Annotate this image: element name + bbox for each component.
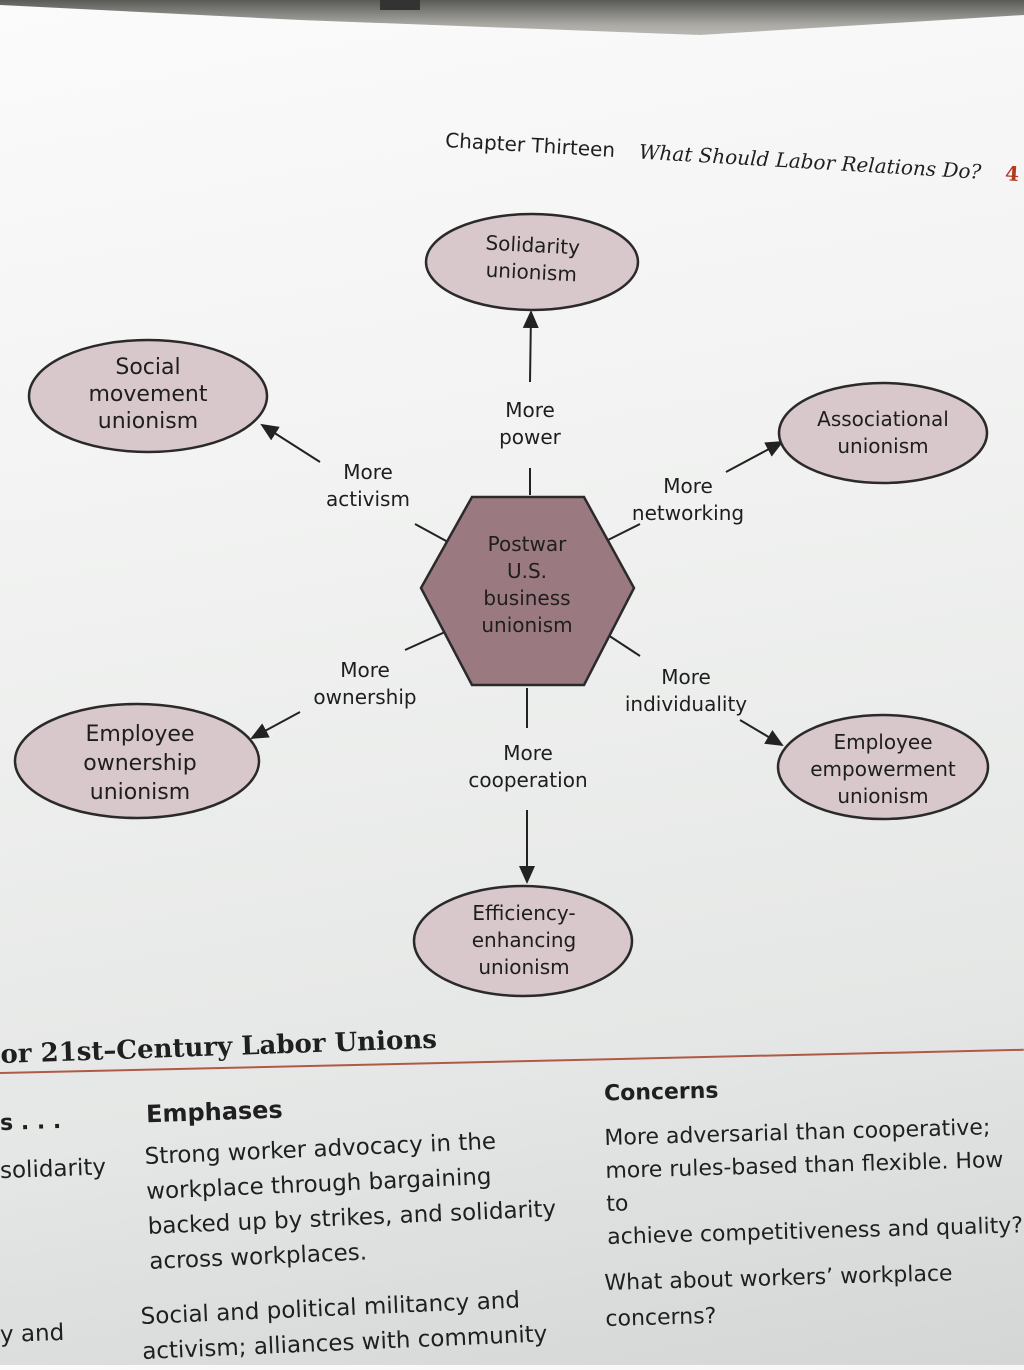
label-power: More power bbox=[499, 398, 561, 449]
arrow-individuality-b bbox=[739, 719, 784, 747]
node-social: Social movement unionism bbox=[88, 355, 208, 434]
arrow-networking-b bbox=[725, 441, 784, 473]
node-solidarity: Solidarity unionism bbox=[484, 230, 581, 287]
node-solidarity-shape bbox=[424, 212, 640, 312]
label-networking: More networking bbox=[631, 474, 745, 525]
node-ownership-shape bbox=[13, 702, 261, 820]
node-efficiency-shape bbox=[412, 884, 634, 998]
node-associational-shape bbox=[777, 381, 989, 485]
node-social-shape bbox=[27, 338, 269, 454]
arrow-activism-b bbox=[260, 423, 321, 463]
row1-col3: More adversarial than cooperative; more … bbox=[604, 1115, 1024, 1250]
arrow-individuality-a bbox=[607, 634, 641, 657]
label-cooperation: More cooperation bbox=[468, 741, 588, 792]
node-efficiency: Efficiency- enhancing unionism bbox=[471, 901, 577, 979]
center-label: Postwar U.S. business unionism bbox=[481, 532, 573, 637]
node-empowerment: Employee empowerment unionism bbox=[810, 730, 956, 808]
row2-col1: y and bbox=[0, 1319, 65, 1349]
center-hexagon bbox=[419, 495, 636, 687]
label-activism: More activism bbox=[326, 460, 410, 511]
row1-col1: solidarity bbox=[0, 1154, 107, 1185]
ink-mark bbox=[380, 0, 420, 10]
arrow-power-top bbox=[522, 310, 539, 383]
row2-col2: Social and political militancy and activ… bbox=[140, 1287, 548, 1365]
col3-header: Concerns bbox=[603, 1078, 719, 1107]
label-ownership: More ownership bbox=[313, 658, 417, 709]
arrow-networking-a bbox=[607, 523, 641, 541]
node-ownership: Employee ownership unionism bbox=[83, 722, 197, 805]
col1-header: s . . . bbox=[0, 1108, 62, 1137]
arrow-activism-a bbox=[414, 523, 449, 543]
labor-union-diagram bbox=[13, 212, 990, 998]
node-empowerment-shape bbox=[776, 713, 990, 821]
row2-col3: What about workers’ workplace concerns? bbox=[604, 1261, 953, 1332]
row1-col2: Strong worker advocacy in the workplace … bbox=[144, 1128, 557, 1275]
label-individuality: More individuality bbox=[624, 665, 748, 716]
arrow-ownership-a bbox=[404, 631, 446, 651]
node-associational: Associational unionism bbox=[817, 407, 949, 458]
arrow-ownership-b bbox=[250, 711, 301, 739]
col2-header: Emphases bbox=[145, 1095, 284, 1129]
